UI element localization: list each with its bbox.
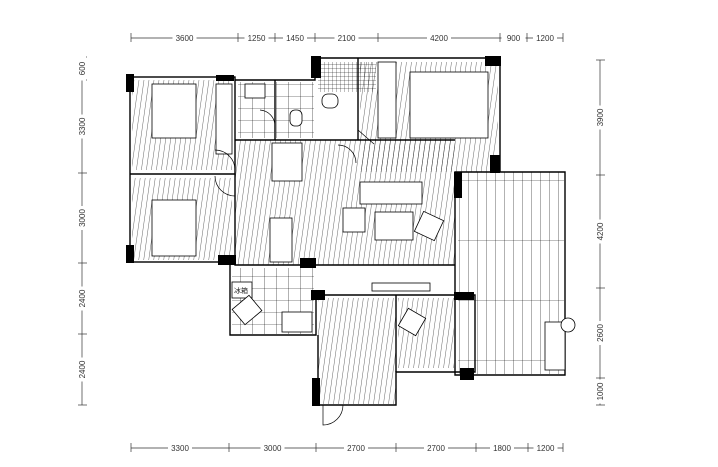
right-dimension-label: 3900: [596, 108, 605, 126]
counter: [281, 311, 313, 333]
outdoor-chair: [544, 321, 566, 371]
balcony-rail: [371, 282, 431, 292]
right-dimension-label: 2600: [596, 324, 605, 342]
sink: [321, 93, 339, 109]
wardrobe-2: [377, 61, 397, 139]
right-dimension-label: 4200: [596, 222, 605, 240]
bottom-dimension-label: 2700: [347, 444, 365, 453]
armchair: [342, 207, 366, 233]
armchair-2: [413, 210, 445, 242]
fridge-label: 冰箱: [234, 286, 248, 295]
outdoor-table: [560, 317, 576, 333]
bottom-dimension-label: 1800: [493, 444, 511, 453]
doors: [214, 109, 375, 426]
top-dimension-label: 1250: [248, 34, 266, 43]
study-floor: [398, 298, 454, 368]
top-dimension-label: 4200: [430, 34, 448, 43]
wall-columns: [126, 56, 501, 406]
left-dimension-label: 2400: [78, 289, 87, 307]
bottom-dimension-label: 3000: [264, 444, 282, 453]
right-dimension-label: 1000: [596, 382, 605, 400]
washbasin: [244, 83, 266, 99]
top-dimension-label: 3600: [176, 34, 194, 43]
bottom-dimension-label: 1200: [537, 444, 555, 453]
bottom-dimension-label: 2700: [427, 444, 445, 453]
top-dimension-label: 2100: [338, 34, 356, 43]
dimension-labels: 3600 1250 1450 2100 4200 900 1200 3300 3000 2700 2…: [78, 34, 605, 453]
floor-areas: [132, 62, 564, 404]
master-bed: [409, 71, 489, 139]
furniture: [151, 61, 576, 371]
top-dimension-label: 1450: [286, 34, 304, 43]
dining-floor: [318, 298, 396, 404]
coffee-table: [374, 211, 414, 241]
toilet: [289, 109, 303, 127]
sofa: [359, 181, 423, 205]
bed-1: [151, 83, 197, 139]
left-dimension-label: 600: [78, 61, 87, 75]
left-dimension-label: 3000: [78, 209, 87, 227]
top-dimension-label: 1200: [536, 34, 554, 43]
left-dimension-label: 2400: [78, 360, 87, 378]
dining-table: [269, 217, 293, 263]
top-dimension-label: 900: [507, 34, 521, 43]
bottom-dimension-label: 3300: [171, 444, 189, 453]
wardrobe-1: [215, 83, 233, 155]
shower-floor: [318, 62, 376, 92]
desk-chair: [397, 307, 427, 337]
cabinet: [271, 142, 303, 182]
stove: [231, 294, 263, 326]
left-dimension-label: 3300: [78, 117, 87, 135]
fridge: [231, 281, 253, 299]
bed-2: [151, 199, 197, 257]
